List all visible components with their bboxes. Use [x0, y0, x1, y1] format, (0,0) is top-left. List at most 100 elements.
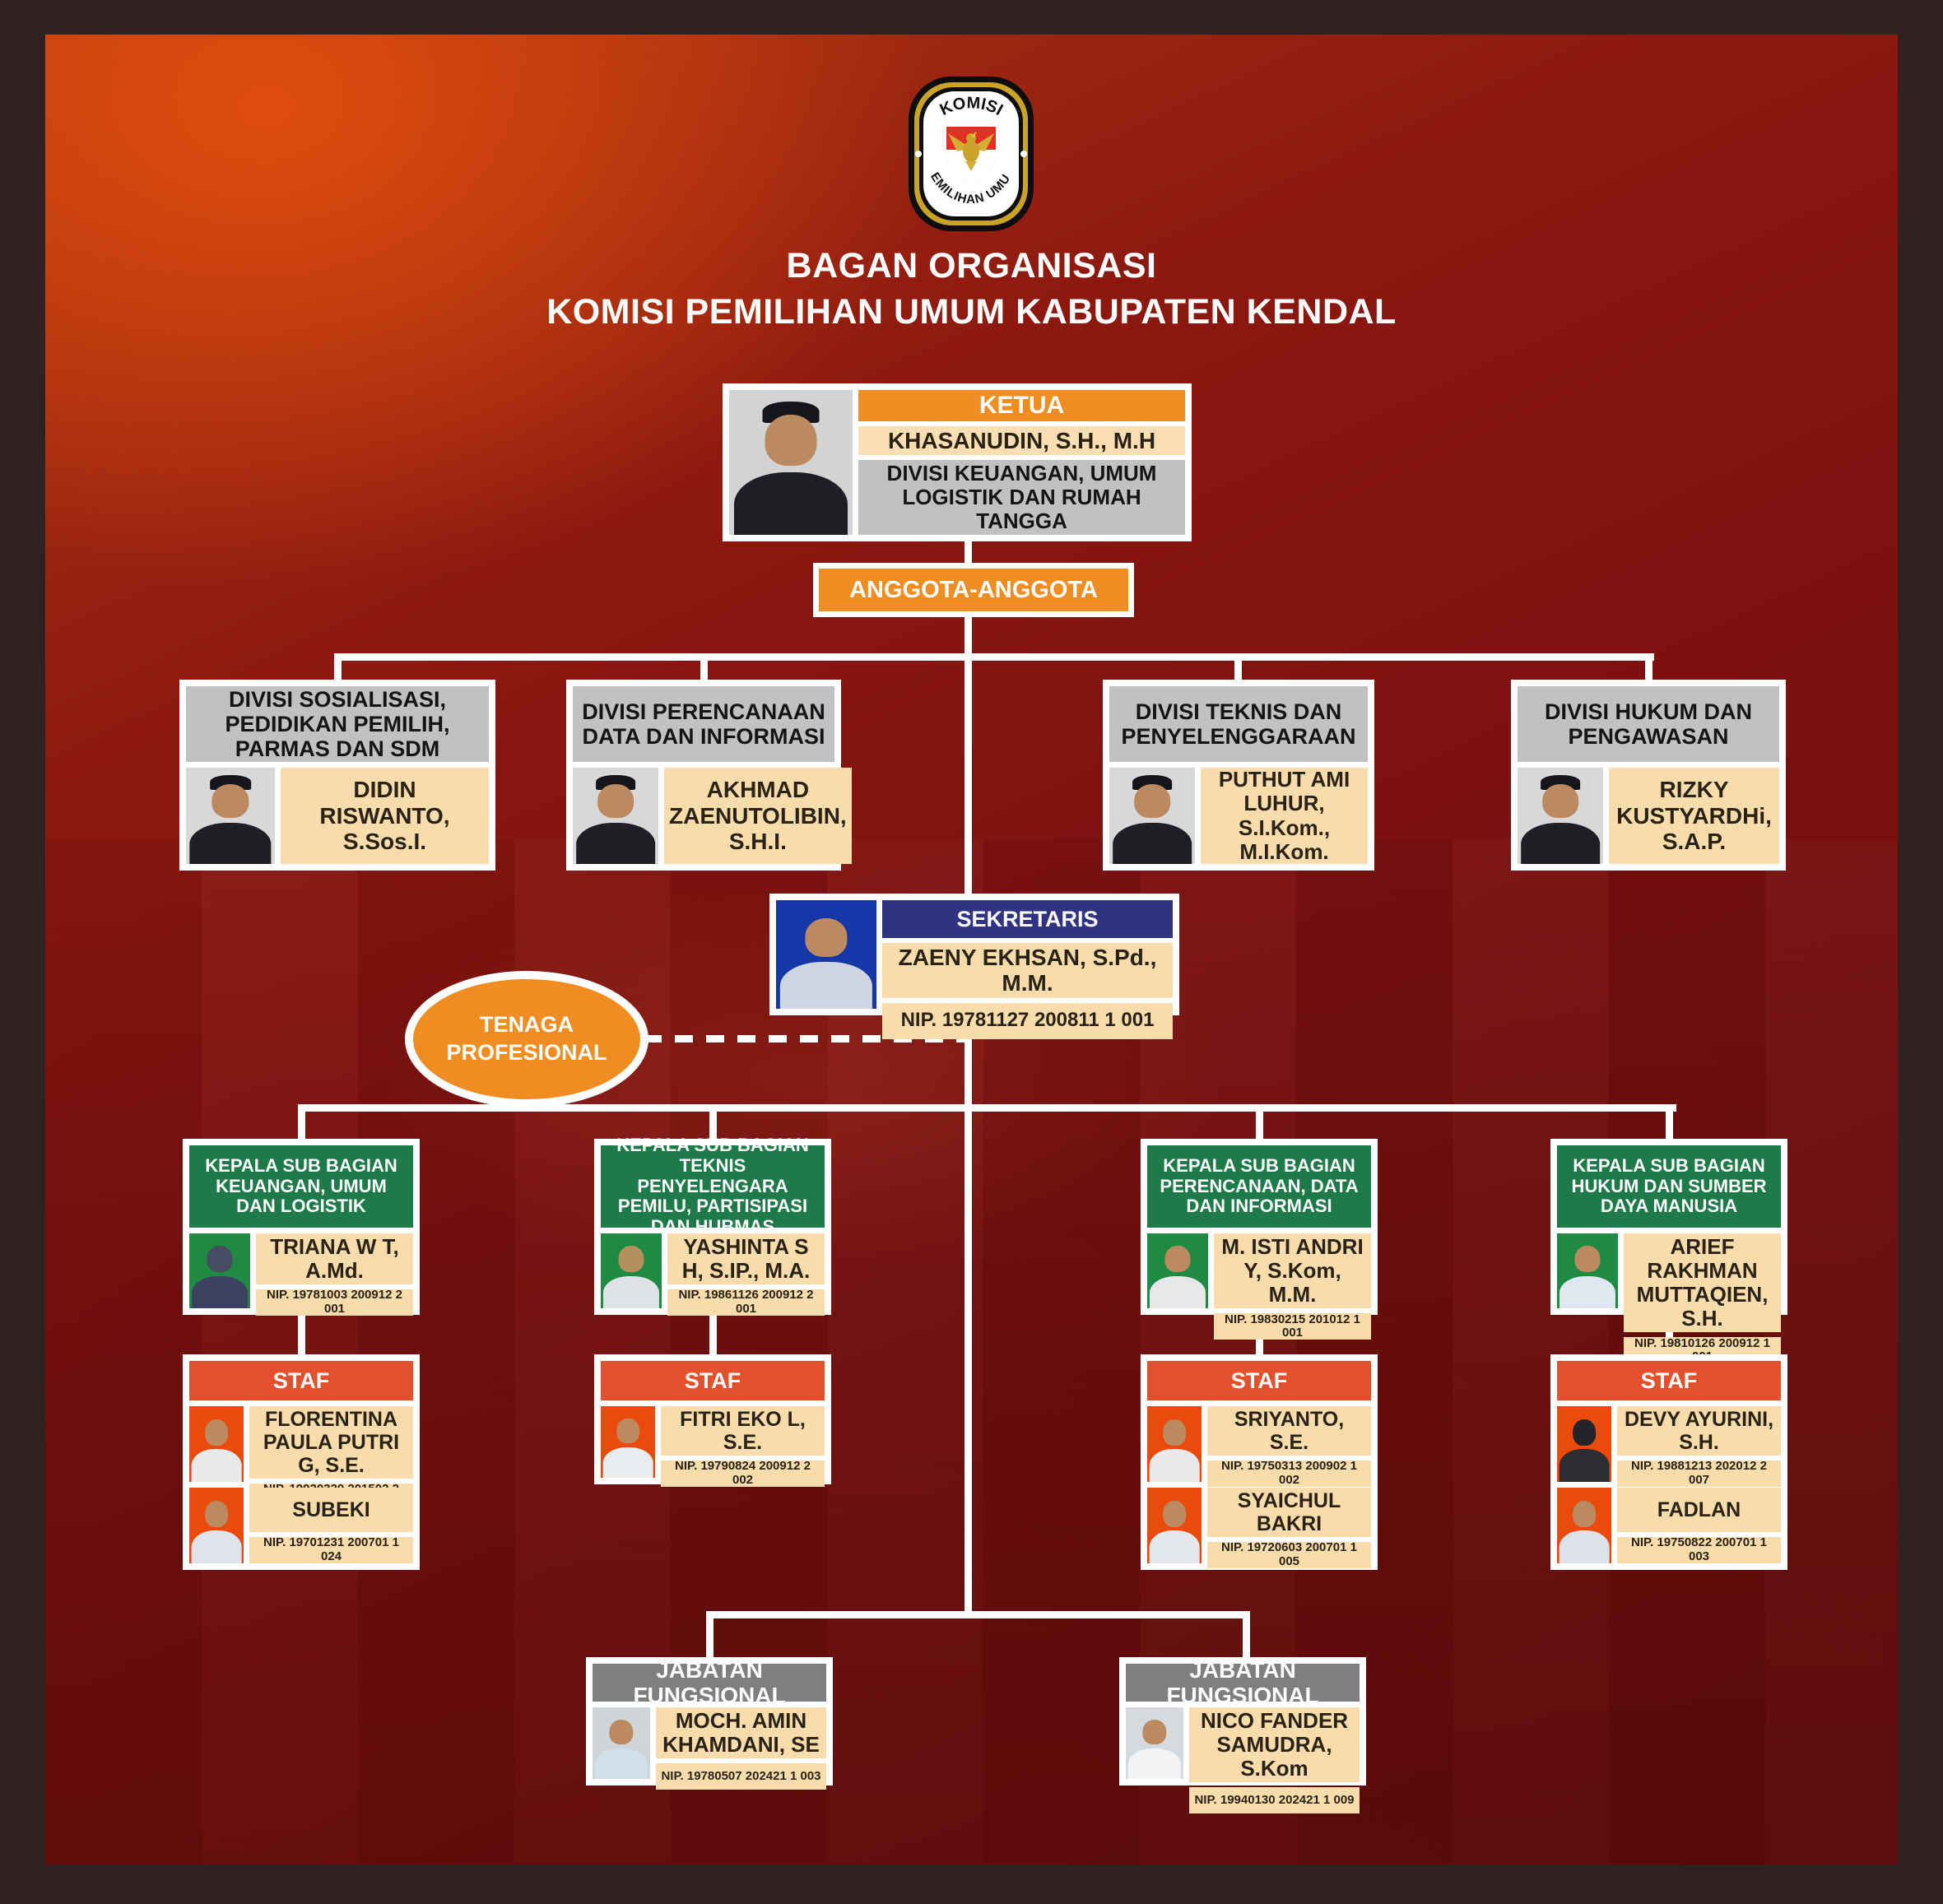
photo-head: [597, 783, 634, 818]
photo-body: [602, 1275, 660, 1308]
photo-body: [576, 822, 655, 864]
connector-jabatan-bar: [706, 1611, 1250, 1618]
staf-photo: [601, 1406, 655, 1478]
ketua-role-label: KETUA: [858, 390, 1185, 421]
photo-body: [1149, 1530, 1200, 1563]
subbagian-photo: [189, 1233, 250, 1308]
connector-drop-sub4: [1666, 1104, 1673, 1139]
photo-body: [1559, 1530, 1610, 1563]
connector-tenaga-dashed: [644, 1035, 968, 1043]
connector-drop-jab1: [706, 1611, 714, 1657]
subbagian-box-1: KEPALA SUB BAGIAN KEUANGAN, UMUM DAN LOG…: [183, 1139, 420, 1317]
ketua-photo: [729, 390, 853, 535]
staf-box-3: STAF SRIYANTO, S.E. NIP. 19750313 200902…: [1141, 1354, 1378, 1570]
photo-body: [1559, 1449, 1610, 1482]
staf-header: STAF: [189, 1361, 413, 1400]
photo-body: [191, 1449, 242, 1482]
photo-head: [1164, 1246, 1191, 1273]
subbagian-box-3: KEPALA SUB BAGIAN PERENCANAAN, DATA DAN …: [1141, 1139, 1378, 1340]
subbagian-box-4: KEPALA SUB BAGIAN HUKUM DAN SUMBER DAYA …: [1550, 1139, 1787, 1364]
subbagian-name: TRIANA W T, A.Md.: [256, 1233, 413, 1285]
photo-body: [779, 962, 873, 1009]
subbagian-title: KEPALA SUB BAGIAN HUKUM DAN SUMBER DAYA …: [1557, 1145, 1781, 1228]
connector-center-long: [965, 1104, 972, 1618]
staf-box-2: STAF FITRI EKO L, S.E. NIP. 19790824 200…: [594, 1354, 831, 1487]
photo-head: [1573, 1500, 1596, 1527]
staf-box-1: STAF FLORENTINA PAULA PUTRI G, S.E. NIP.…: [183, 1354, 420, 1570]
logo-dot-left: [915, 151, 922, 157]
subbagian-title: KEPALA SUB BAGIAN KEUANGAN, UMUM DAN LOG…: [189, 1145, 413, 1228]
jabatan-box-1: JABATAN FUNGSIONAL MOCH. AMIN KHAMDANI, …: [586, 1657, 833, 1790]
photo-head: [1574, 1246, 1601, 1273]
ketua-box: KETUA KHASANUDIN, S.H., M.H DIVISI KEUAN…: [723, 383, 1192, 541]
photo-head: [1573, 1419, 1596, 1446]
division-member-name: PUTHUT AMI LUHUR, S.I.Kom., M.I.Kom.: [1201, 768, 1368, 864]
photo-body: [594, 1748, 648, 1779]
division-member-photo: [1518, 768, 1603, 864]
division-member-name: DIDIN RISWANTO, S.Sos.I.: [281, 768, 489, 864]
photo-body: [1149, 1275, 1206, 1308]
staf-name: FLORENTINA PAULA PUTRI G, S.E.: [249, 1406, 413, 1479]
subbagian-photo: [1557, 1233, 1618, 1308]
staf-name: FITRI EKO L, S.E.: [661, 1406, 825, 1456]
tenaga-profesional-ellipse: TENAGA PROFESIONAL: [405, 971, 648, 1108]
connector-drop-jab2: [1243, 1611, 1250, 1657]
anggota-label: ANGGOTA-ANGGOTA: [819, 569, 1128, 611]
connector-drop-sub1: [298, 1104, 305, 1139]
photo-body: [1149, 1449, 1200, 1482]
ketua-division: DIVISI KEUANGAN, UMUM LOGISTIK DAN RUMAH…: [858, 459, 1185, 536]
staf-nip: NIP. 19750313 200902 1 002: [1207, 1459, 1371, 1487]
subbagian-name: YASHINTA S H, S.IP., M.A.: [667, 1233, 825, 1285]
division-title: DIVISI HUKUM DAN PENGAWASAN: [1518, 686, 1779, 762]
photo-head: [1542, 783, 1578, 818]
jabatan-nip: NIP. 19940130 202421 1 009: [1189, 1787, 1360, 1814]
division-member-photo: [186, 768, 275, 864]
kpu-logo: KOMISI PEMILIHAN UMUM: [908, 76, 1034, 231]
staf-name: SUBEKI: [249, 1488, 413, 1532]
staf-header: STAF: [1557, 1361, 1781, 1400]
subbagian-name: M. ISTI ANDRI Y, S.Kom, M.M.: [1214, 1233, 1371, 1309]
connector-ketua-anggota: [965, 538, 972, 566]
jabatan-header: JABATAN FUNGSIONAL: [593, 1657, 826, 1708]
connector-drop-sub3: [1256, 1104, 1263, 1139]
connector-division-bar: [334, 653, 1654, 661]
photo-head: [609, 1719, 634, 1745]
connector-sub2-staf: [709, 1313, 717, 1354]
connector-drop-div2: [700, 653, 708, 681]
tenaga-profesional-label: TENAGA PROFESIONAL: [446, 1012, 607, 1065]
photo-head: [1142, 1719, 1167, 1745]
photo-head: [616, 1418, 639, 1444]
staf-nip: NIP. 19790824 200912 2 002: [661, 1459, 825, 1487]
connector-drop-div3: [1234, 653, 1242, 681]
division-member-photo: [1109, 768, 1195, 864]
connector-drop-div4: [1645, 653, 1652, 681]
staf-photo: [189, 1488, 244, 1563]
division-box-1: DIVISI SOSIALISASI, PEDIDIKAN PEMILIH, P…: [179, 680, 495, 871]
photo-head: [1134, 783, 1170, 818]
jabatan-name: NICO FANDER SAMUDRA, S.Kom: [1189, 1707, 1360, 1783]
connector-sekretaris-down: [965, 1012, 972, 1109]
photo-head: [765, 414, 817, 466]
photo-head: [1163, 1500, 1186, 1527]
subbagian-photo: [1147, 1233, 1208, 1308]
subbagian-nip: NIP. 19830215 201012 1 001: [1214, 1312, 1371, 1340]
staf-header: STAF: [1147, 1361, 1371, 1400]
staf-nip: NIP. 19701231 200701 1 024: [249, 1535, 413, 1563]
staf-photo: [189, 1406, 244, 1482]
photo-head: [1163, 1419, 1186, 1446]
photo-body: [1521, 822, 1600, 864]
photo-body: [602, 1447, 653, 1478]
photo-body: [1127, 1748, 1182, 1779]
photo-body: [191, 1530, 242, 1563]
staf-photo: [1147, 1488, 1202, 1563]
division-box-2: DIVISI PERENCANAAN DATA DAN INFORMASI AK…: [566, 680, 852, 871]
sekretaris-box: SEKRETARIS ZAENY EKHSAN, S.Pd., M.M. NIP…: [769, 894, 1179, 1039]
jabatan-box-2: JABATAN FUNGSIONAL NICO FANDER SAMUDRA, …: [1119, 1657, 1366, 1814]
staf-name: SYAICHUL BAKRI: [1207, 1488, 1371, 1537]
staf-photo: [1557, 1488, 1611, 1563]
staf-nip: NIP. 19720603 200701 1 005: [1207, 1540, 1371, 1568]
photo-body: [191, 1275, 249, 1308]
connector-anggota-down: [965, 615, 972, 657]
page-title-line1: BAGAN ORGANISASI: [786, 246, 1157, 286]
